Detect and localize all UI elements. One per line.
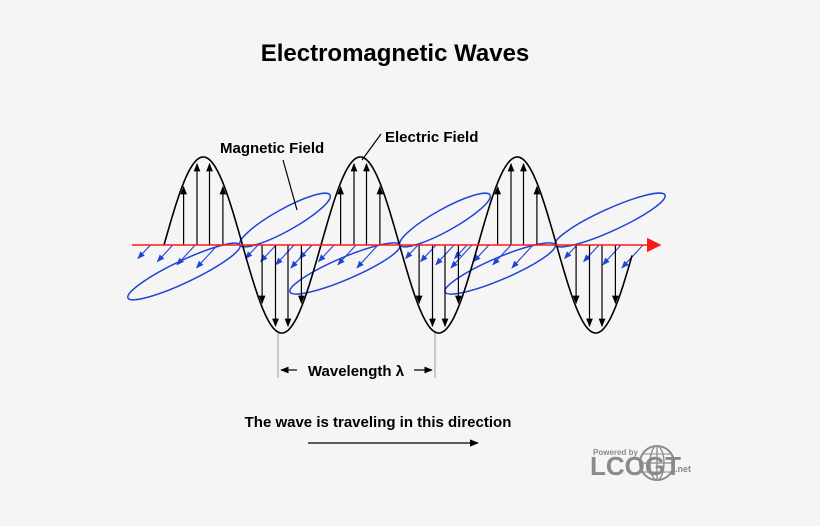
magnetic-field-vector <box>244 244 259 260</box>
diagram-title: Electromagnetic Waves <box>261 40 530 67</box>
magnetic-field-vector <box>420 244 437 263</box>
lcogt-logo: Powered by LCOGT .net <box>590 445 691 481</box>
globe-icon <box>639 445 675 481</box>
magnetic-field-vector <box>137 244 151 260</box>
magnetic-field-vector <box>473 244 490 263</box>
magnetic-field-vector <box>275 244 295 266</box>
electric-field-leader-line <box>361 133 382 161</box>
magnetic-field-vector <box>563 244 578 260</box>
logo-name: LCOGT <box>590 451 681 481</box>
magnetic-field-vector <box>176 244 196 266</box>
direction-caption: The wave is traveling in this direction <box>245 414 512 431</box>
wavelength-label: Wavelength λ <box>308 363 405 380</box>
magnetic-field-wave <box>127 192 666 301</box>
electric-field-wave <box>163 156 633 334</box>
electric-field-label: Electric Field <box>385 129 478 146</box>
magnetic-field-loop <box>127 242 241 301</box>
magnetic-field-leader-line <box>282 159 298 211</box>
magnetic-field-vector <box>450 244 473 269</box>
magnetic-field-vector <box>511 244 534 269</box>
magnetic-field-vector <box>318 244 335 263</box>
logo-suffix: .net <box>675 464 691 474</box>
magnetic-field-vector <box>453 244 468 260</box>
magnetic-field-label: Magnetic Field <box>220 140 324 157</box>
magnetic-field-vector <box>260 244 277 263</box>
logo-powered-by: Powered by <box>593 448 638 457</box>
magnetic-field-vector <box>404 244 419 260</box>
magnetic-field-vector <box>583 244 600 263</box>
magnetic-field-vector <box>492 244 512 266</box>
magnetic-field-vector <box>356 244 379 269</box>
magnetic-field-vector <box>602 244 622 266</box>
magnetic-field-vector <box>195 244 219 269</box>
magnetic-field-vector <box>337 244 357 266</box>
electric-field-curve <box>163 156 633 334</box>
magnetic-field-vector <box>156 244 174 263</box>
